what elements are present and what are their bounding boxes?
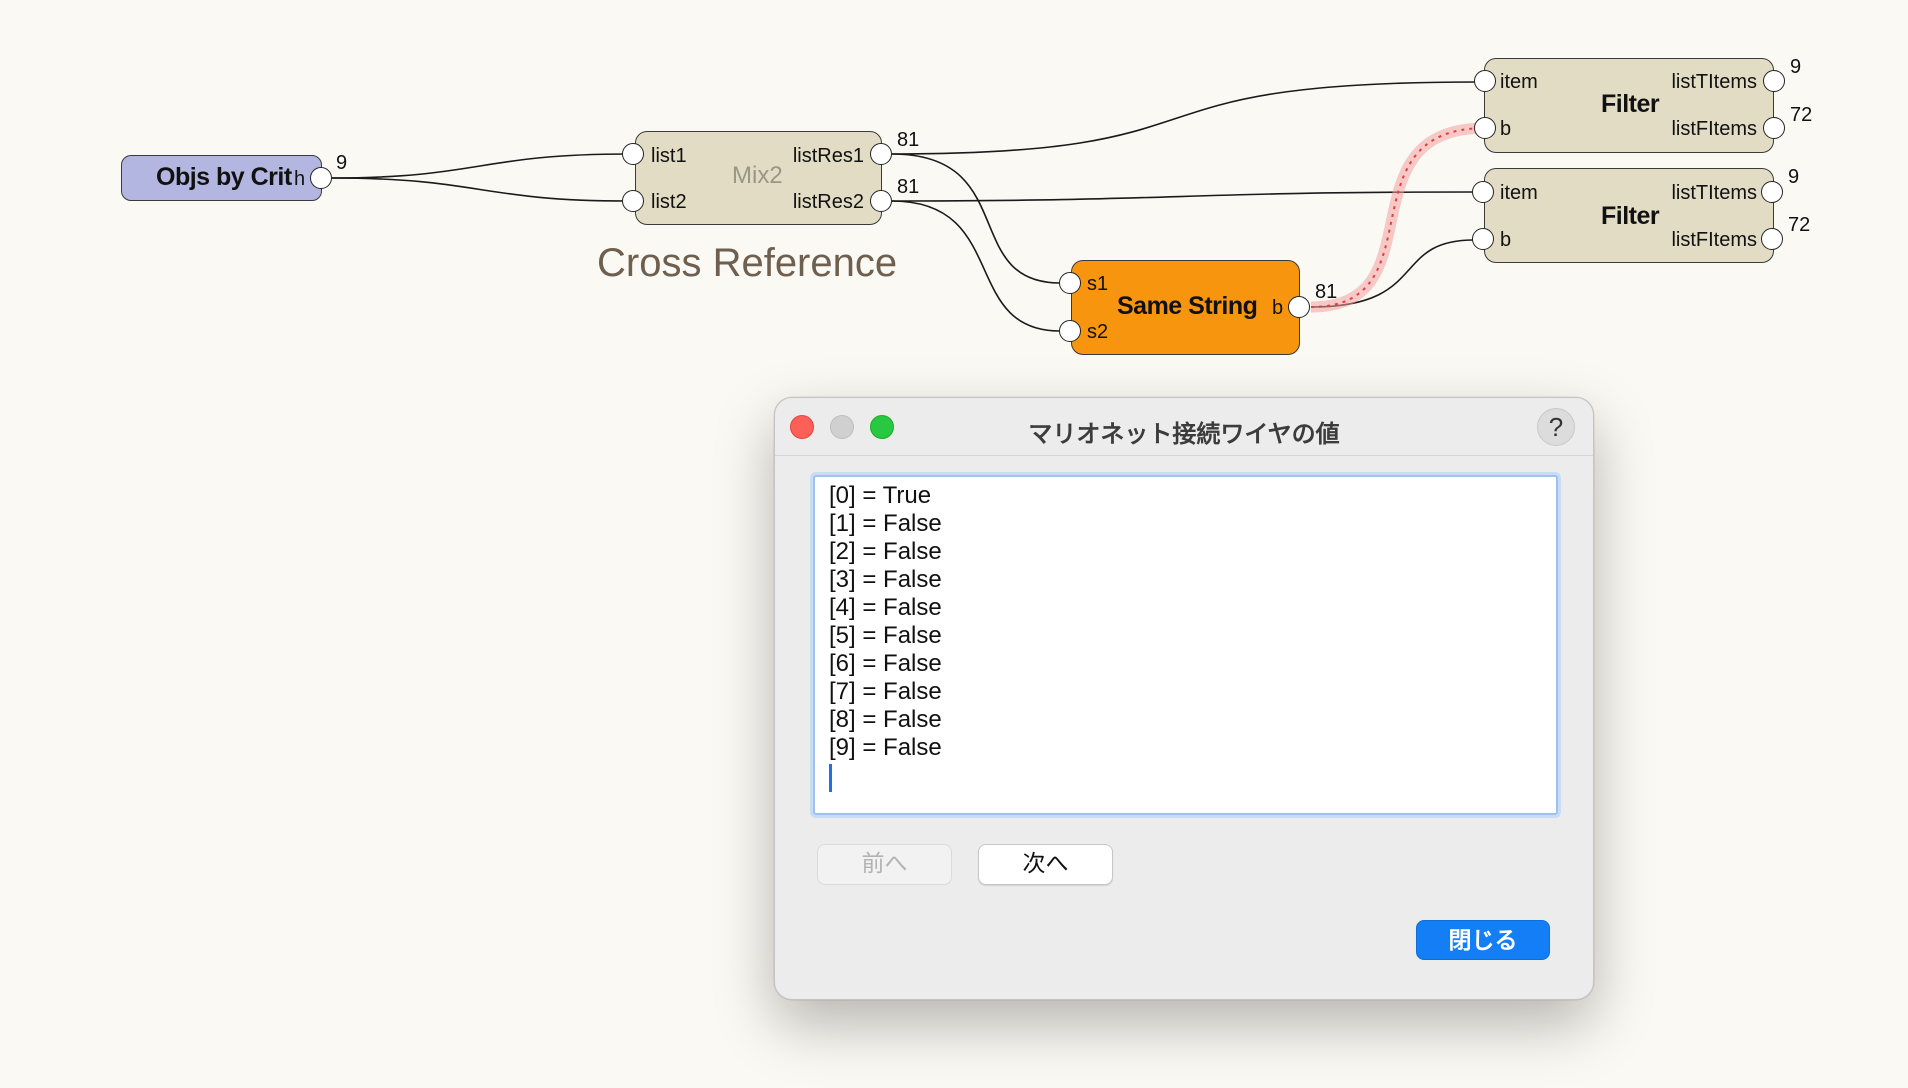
same-string-input-label-s2: s2: [1087, 321, 1109, 343]
same-string-title: Same String: [1117, 292, 1258, 320]
value-list: [0] = True [1] = False [2] = False [3] =…: [829, 482, 1542, 762]
filter-1-count-false: 72: [1790, 104, 1813, 126]
filter-1-input-label-b: b: [1500, 118, 1512, 140]
wire-objs-to-list2[interactable]: [331, 177, 629, 202]
mix2-output-label-listres2: listRes2: [792, 191, 864, 213]
filter-2-input-label-item: item: [1500, 182, 1538, 204]
mix2-out-port-listres1[interactable]: [870, 143, 892, 165]
same-string-in-port-s1[interactable]: [1059, 272, 1081, 294]
filter-2-in-port-b[interactable]: [1472, 228, 1494, 250]
wire-b-to-filter1-b-selected[interactable]: [1310, 127, 1487, 308]
text-caret: [829, 764, 832, 792]
mix2-out-port-listres2[interactable]: [870, 190, 892, 212]
wire-listres1-to-filter1-item[interactable]: [891, 81, 1477, 155]
next-button[interactable]: 次へ: [978, 844, 1113, 885]
help-button[interactable]: ?: [1537, 408, 1575, 446]
value-line: [1] = False: [829, 510, 942, 537]
filter-2-output-label-listtitems: listTItems: [1671, 182, 1757, 204]
minimize-window-icon[interactable]: [830, 415, 854, 439]
dialog-titlebar[interactable]: マリオネット接続ワイヤの値 ?: [775, 398, 1593, 456]
filter-2-out-port-listfitems[interactable]: [1761, 228, 1783, 250]
same-string-input-label-s1: s1: [1087, 273, 1109, 295]
filter-2-input-label-b: b: [1500, 229, 1512, 251]
wire-objs-to-list1[interactable]: [331, 153, 629, 179]
mix2-input-label-list1: list1: [651, 145, 687, 167]
wire-listres2-to-s2[interactable]: [891, 200, 1061, 332]
value-line: [3] = False: [829, 566, 942, 593]
filter-2-output-label-listfitems: listFItems: [1671, 229, 1757, 251]
objs-by-crit-node[interactable]: Objs by Crit h: [121, 155, 322, 201]
filter-2-count-false: 72: [1788, 214, 1811, 236]
value-line: [9] = False: [829, 734, 942, 761]
zoom-window-icon[interactable]: [870, 415, 894, 439]
same-string-in-port-s2[interactable]: [1059, 320, 1081, 342]
filter-1-output-label-listtitems: listTItems: [1671, 71, 1757, 93]
mix2-node[interactable]: Mix2 list1 list2 listRes1 listRes2: [635, 131, 882, 225]
filter-1-in-port-item[interactable]: [1474, 70, 1496, 92]
wire-values-textarea[interactable]: [0] = True [1] = False [2] = False [3] =…: [813, 475, 1558, 815]
mix2-title: Mix2: [732, 162, 783, 189]
filter-2-title: Filter: [1601, 202, 1660, 230]
objs-out-port[interactable]: [310, 167, 332, 189]
value-line: [7] = False: [829, 678, 942, 705]
mix2-input-label-list2: list2: [651, 191, 687, 213]
close-button[interactable]: 閉じる: [1416, 920, 1550, 960]
filter-node-1[interactable]: Filter item b listTItems listFItems: [1484, 58, 1774, 153]
filter-1-count-true: 9: [1790, 56, 1802, 78]
wire-value-dialog: マリオネット接続ワイヤの値 ? [0] = True [1] = False […: [774, 397, 1594, 1000]
filter-1-output-label-listfitems: listFItems: [1671, 118, 1757, 140]
filter-1-title: Filter: [1601, 90, 1660, 118]
same-string-output-label-b: b: [1272, 297, 1284, 319]
filter-2-out-port-listtitems[interactable]: [1761, 181, 1783, 203]
value-line: [0] = True: [829, 482, 932, 509]
dialog-title: マリオネット接続ワイヤの値: [1028, 420, 1340, 448]
filter-2-count-true: 9: [1788, 166, 1800, 188]
objs-out-port-label: h: [294, 168, 306, 190]
mix2-in-port-list1[interactable]: [622, 143, 644, 165]
value-line: [2] = False: [829, 538, 942, 565]
value-line: [5] = False: [829, 622, 942, 649]
same-string-out-count: 81: [1315, 281, 1338, 303]
filter-1-in-port-b[interactable]: [1474, 117, 1496, 139]
filter-2-in-port-item[interactable]: [1472, 181, 1494, 203]
wire-listres1-to-s1[interactable]: [891, 153, 1061, 284]
mix2-out-count-1: 81: [897, 129, 920, 151]
mix2-out-count-2: 81: [897, 176, 920, 198]
value-line: [8] = False: [829, 706, 942, 733]
wire-listres2-to-filter2-item[interactable]: [891, 191, 1475, 202]
mix2-output-label-listres1: listRes1: [792, 145, 864, 167]
close-window-icon[interactable]: [790, 415, 814, 439]
objs-out-count: 9: [336, 152, 348, 174]
group-label: Cross Reference: [597, 241, 898, 285]
prev-button[interactable]: 前へ: [817, 844, 952, 885]
value-line: [4] = False: [829, 594, 942, 621]
same-string-node[interactable]: Same String s1 s2 b: [1071, 260, 1300, 355]
filter-1-input-label-item: item: [1500, 71, 1538, 93]
mix2-in-port-list2[interactable]: [622, 190, 644, 212]
value-line: [6] = False: [829, 650, 942, 677]
filter-1-out-port-listtitems[interactable]: [1763, 70, 1785, 92]
same-string-out-port-b[interactable]: [1288, 296, 1310, 318]
objs-node-title: Objs by Crit: [156, 163, 292, 191]
filter-1-out-port-listfitems[interactable]: [1763, 117, 1785, 139]
filter-node-2[interactable]: Filter item b listTItems listFItems: [1484, 168, 1774, 263]
